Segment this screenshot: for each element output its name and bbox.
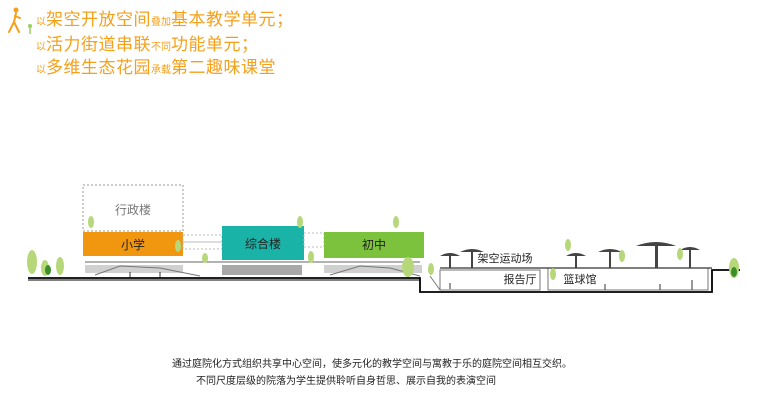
canopy-structures bbox=[440, 242, 700, 268]
heading-line-3-d: 第二趣味课堂 bbox=[171, 58, 276, 78]
heading-line-2-a: 以 bbox=[36, 42, 46, 53]
runner-logo bbox=[8, 7, 32, 34]
connector-bridge-2 bbox=[303, 232, 325, 248]
ground-line bbox=[28, 269, 740, 293]
junior-high-block bbox=[324, 232, 424, 258]
heading-line-3-c: 承载 bbox=[151, 65, 171, 76]
lower-level-junior bbox=[324, 265, 422, 273]
basketball-label: 篮球馆 bbox=[564, 272, 597, 286]
heading-line-3-b: 多维生态花园 bbox=[46, 58, 151, 78]
admin-building bbox=[82, 184, 184, 232]
heading-line-1-c: 叠加 bbox=[151, 17, 171, 28]
heading-line-1-b: 架空开放空间 bbox=[46, 10, 151, 30]
lower-level-primary bbox=[85, 265, 183, 273]
lecture-label: 报告厅 bbox=[504, 272, 537, 286]
heading-line-2-c: 不同 bbox=[151, 42, 171, 53]
heading-line-2: 以活力街道串联不同功能单元； bbox=[36, 35, 259, 58]
lecture-hall-outline bbox=[439, 269, 541, 291]
junior-label: 初中 bbox=[362, 237, 386, 252]
people-figures bbox=[129, 272, 693, 290]
lower-level-complex bbox=[222, 265, 302, 275]
admin-label: 行政楼 bbox=[115, 202, 151, 217]
complex-building-block bbox=[222, 226, 304, 260]
primary-label: 小学 bbox=[121, 237, 145, 252]
complex-label: 综合楼 bbox=[245, 236, 281, 251]
caption-line-1: 通过庭院化方式组织共享中心空间，使多元化的教学空间与寓教于乐的庭院空间相互交织。 bbox=[172, 359, 572, 370]
heading-line-2-d: 功能单元； bbox=[171, 35, 259, 55]
heading-line-1: 以架空开放空间叠加基本教学单元； bbox=[36, 10, 294, 33]
heading-line-1-a: 以 bbox=[36, 17, 46, 28]
heading-line-2-b: 活力街道串联 bbox=[46, 35, 151, 55]
caption-line-2: 不同尺度层级的院落为学生提供聆听自身哲思、展示自我的表演空间 bbox=[196, 376, 496, 387]
heading-line-3-a: 以 bbox=[36, 65, 46, 76]
primary-school-block bbox=[83, 232, 183, 256]
heading-line-1-d: 基本教学单元； bbox=[171, 10, 294, 30]
heading-line-3: 以多维生态花园承载第二趣味课堂 bbox=[36, 58, 276, 81]
sports-label: 架空运动场 bbox=[478, 251, 533, 265]
